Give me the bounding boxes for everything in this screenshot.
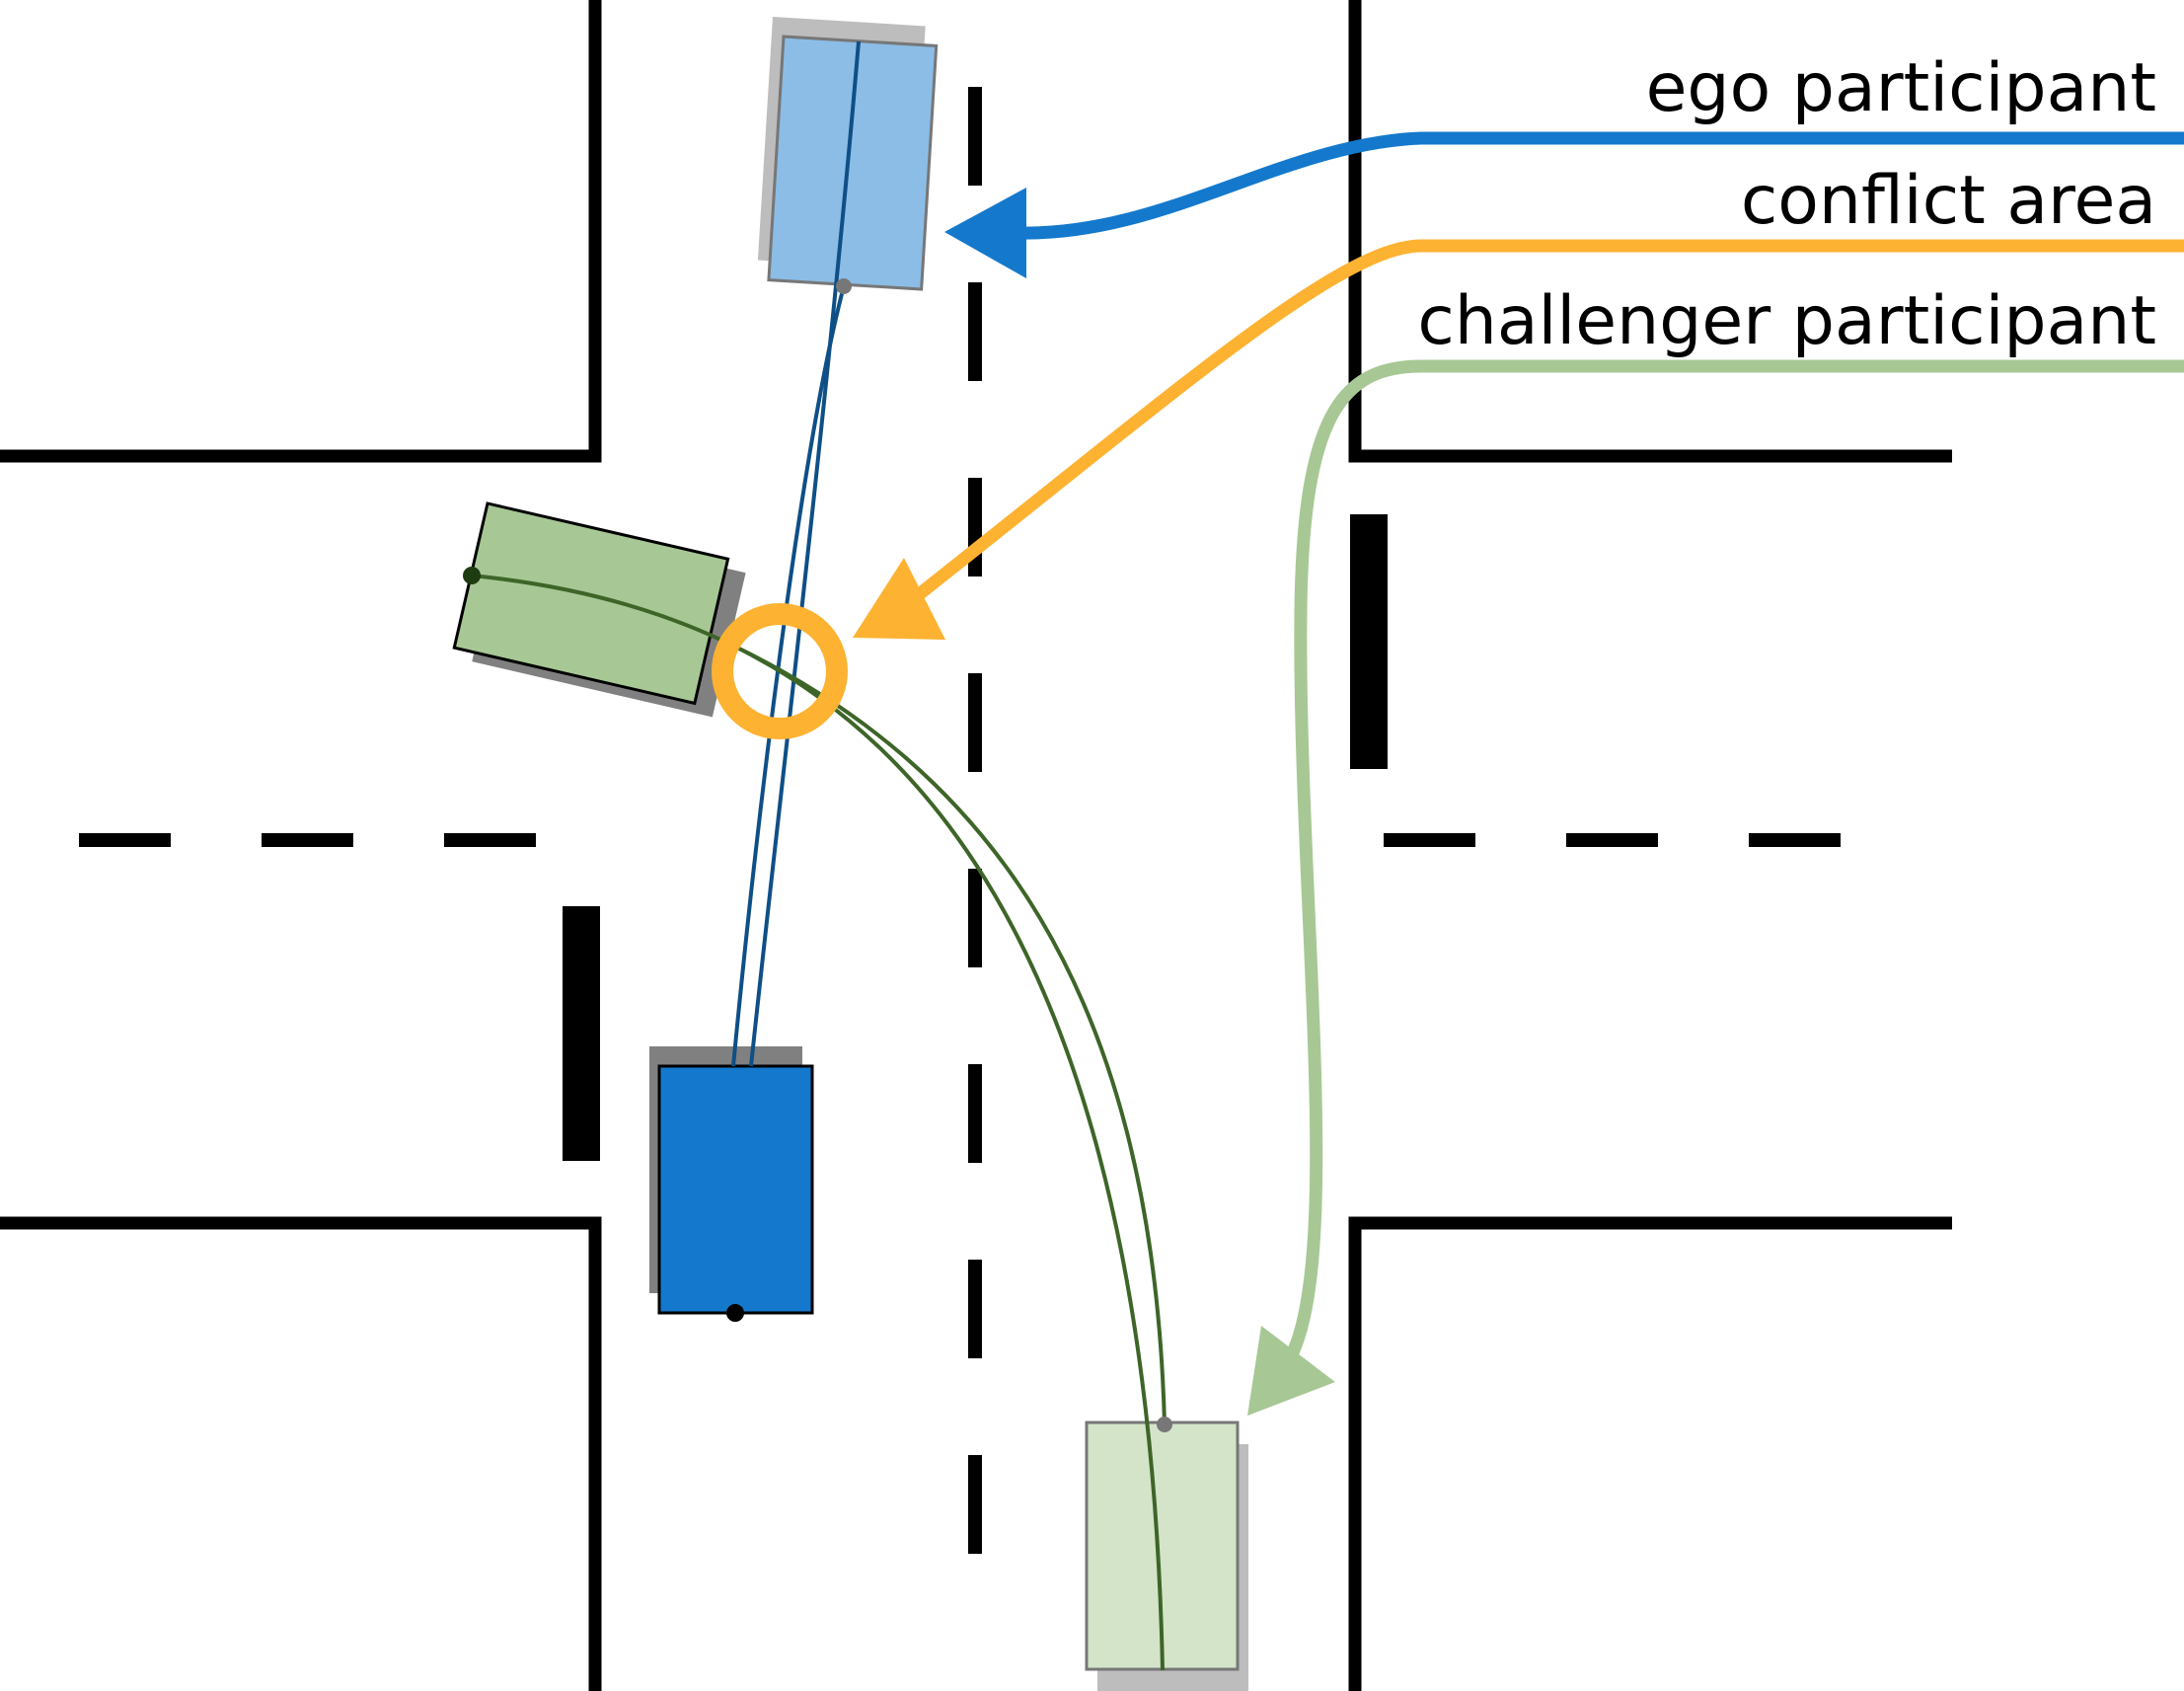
challenger-current-body — [452, 501, 730, 706]
stop-line-left — [563, 906, 600, 1161]
ego-participant-label: ego participant — [1646, 49, 2156, 127]
ego-future-point — [836, 278, 852, 294]
road-edge-bottom-left — [0, 1216, 602, 1691]
stop-lines — [563, 514, 1388, 1161]
challenger-paths — [471, 574, 1167, 1671]
challenger-pointer-line — [1287, 359, 2184, 1355]
lane-markings — [79, 87, 1842, 1579]
ego-current-vehicle — [649, 1046, 814, 1315]
conflict-pointer-arrowhead — [853, 558, 945, 640]
road-edge-bottom-right — [1348, 1216, 1952, 1691]
ego-pointer-line — [1016, 131, 2184, 240]
ego-pointer — [944, 131, 2184, 278]
ego-future-body — [767, 35, 939, 291]
challenger-current-vehicle — [452, 501, 746, 718]
ego-pointer-arrowhead — [944, 188, 1026, 278]
challenger-pointer-arrowhead — [1247, 1326, 1335, 1416]
ego-path-2 — [749, 40, 861, 1067]
stop-line-right — [1350, 514, 1388, 769]
conflict-area-ring — [712, 603, 848, 739]
challenger-current-point — [463, 567, 481, 584]
ego-paths — [731, 40, 861, 1067]
road-edge-top-left — [0, 0, 602, 463]
challenger-path-1 — [471, 574, 1165, 1671]
ego-current-point — [726, 1304, 744, 1322]
challenger-path-2 — [734, 645, 1167, 1425]
reference-points — [463, 278, 1172, 1432]
challenger-future-point — [1157, 1417, 1172, 1432]
challenger-participant-label: challenger participant — [1417, 282, 2156, 360]
conflict-pointer — [853, 239, 2184, 640]
ego-current-body — [657, 1064, 814, 1315]
challenger-future-vehicle — [1085, 1421, 1248, 1691]
conflict-area-label: conflict area — [1741, 162, 2156, 240]
ego-path-1 — [731, 285, 846, 1067]
challenger-pointer — [1247, 359, 2184, 1416]
conflict-pointer-line — [908, 239, 2184, 605]
ego-future-vehicle — [757, 17, 939, 291]
